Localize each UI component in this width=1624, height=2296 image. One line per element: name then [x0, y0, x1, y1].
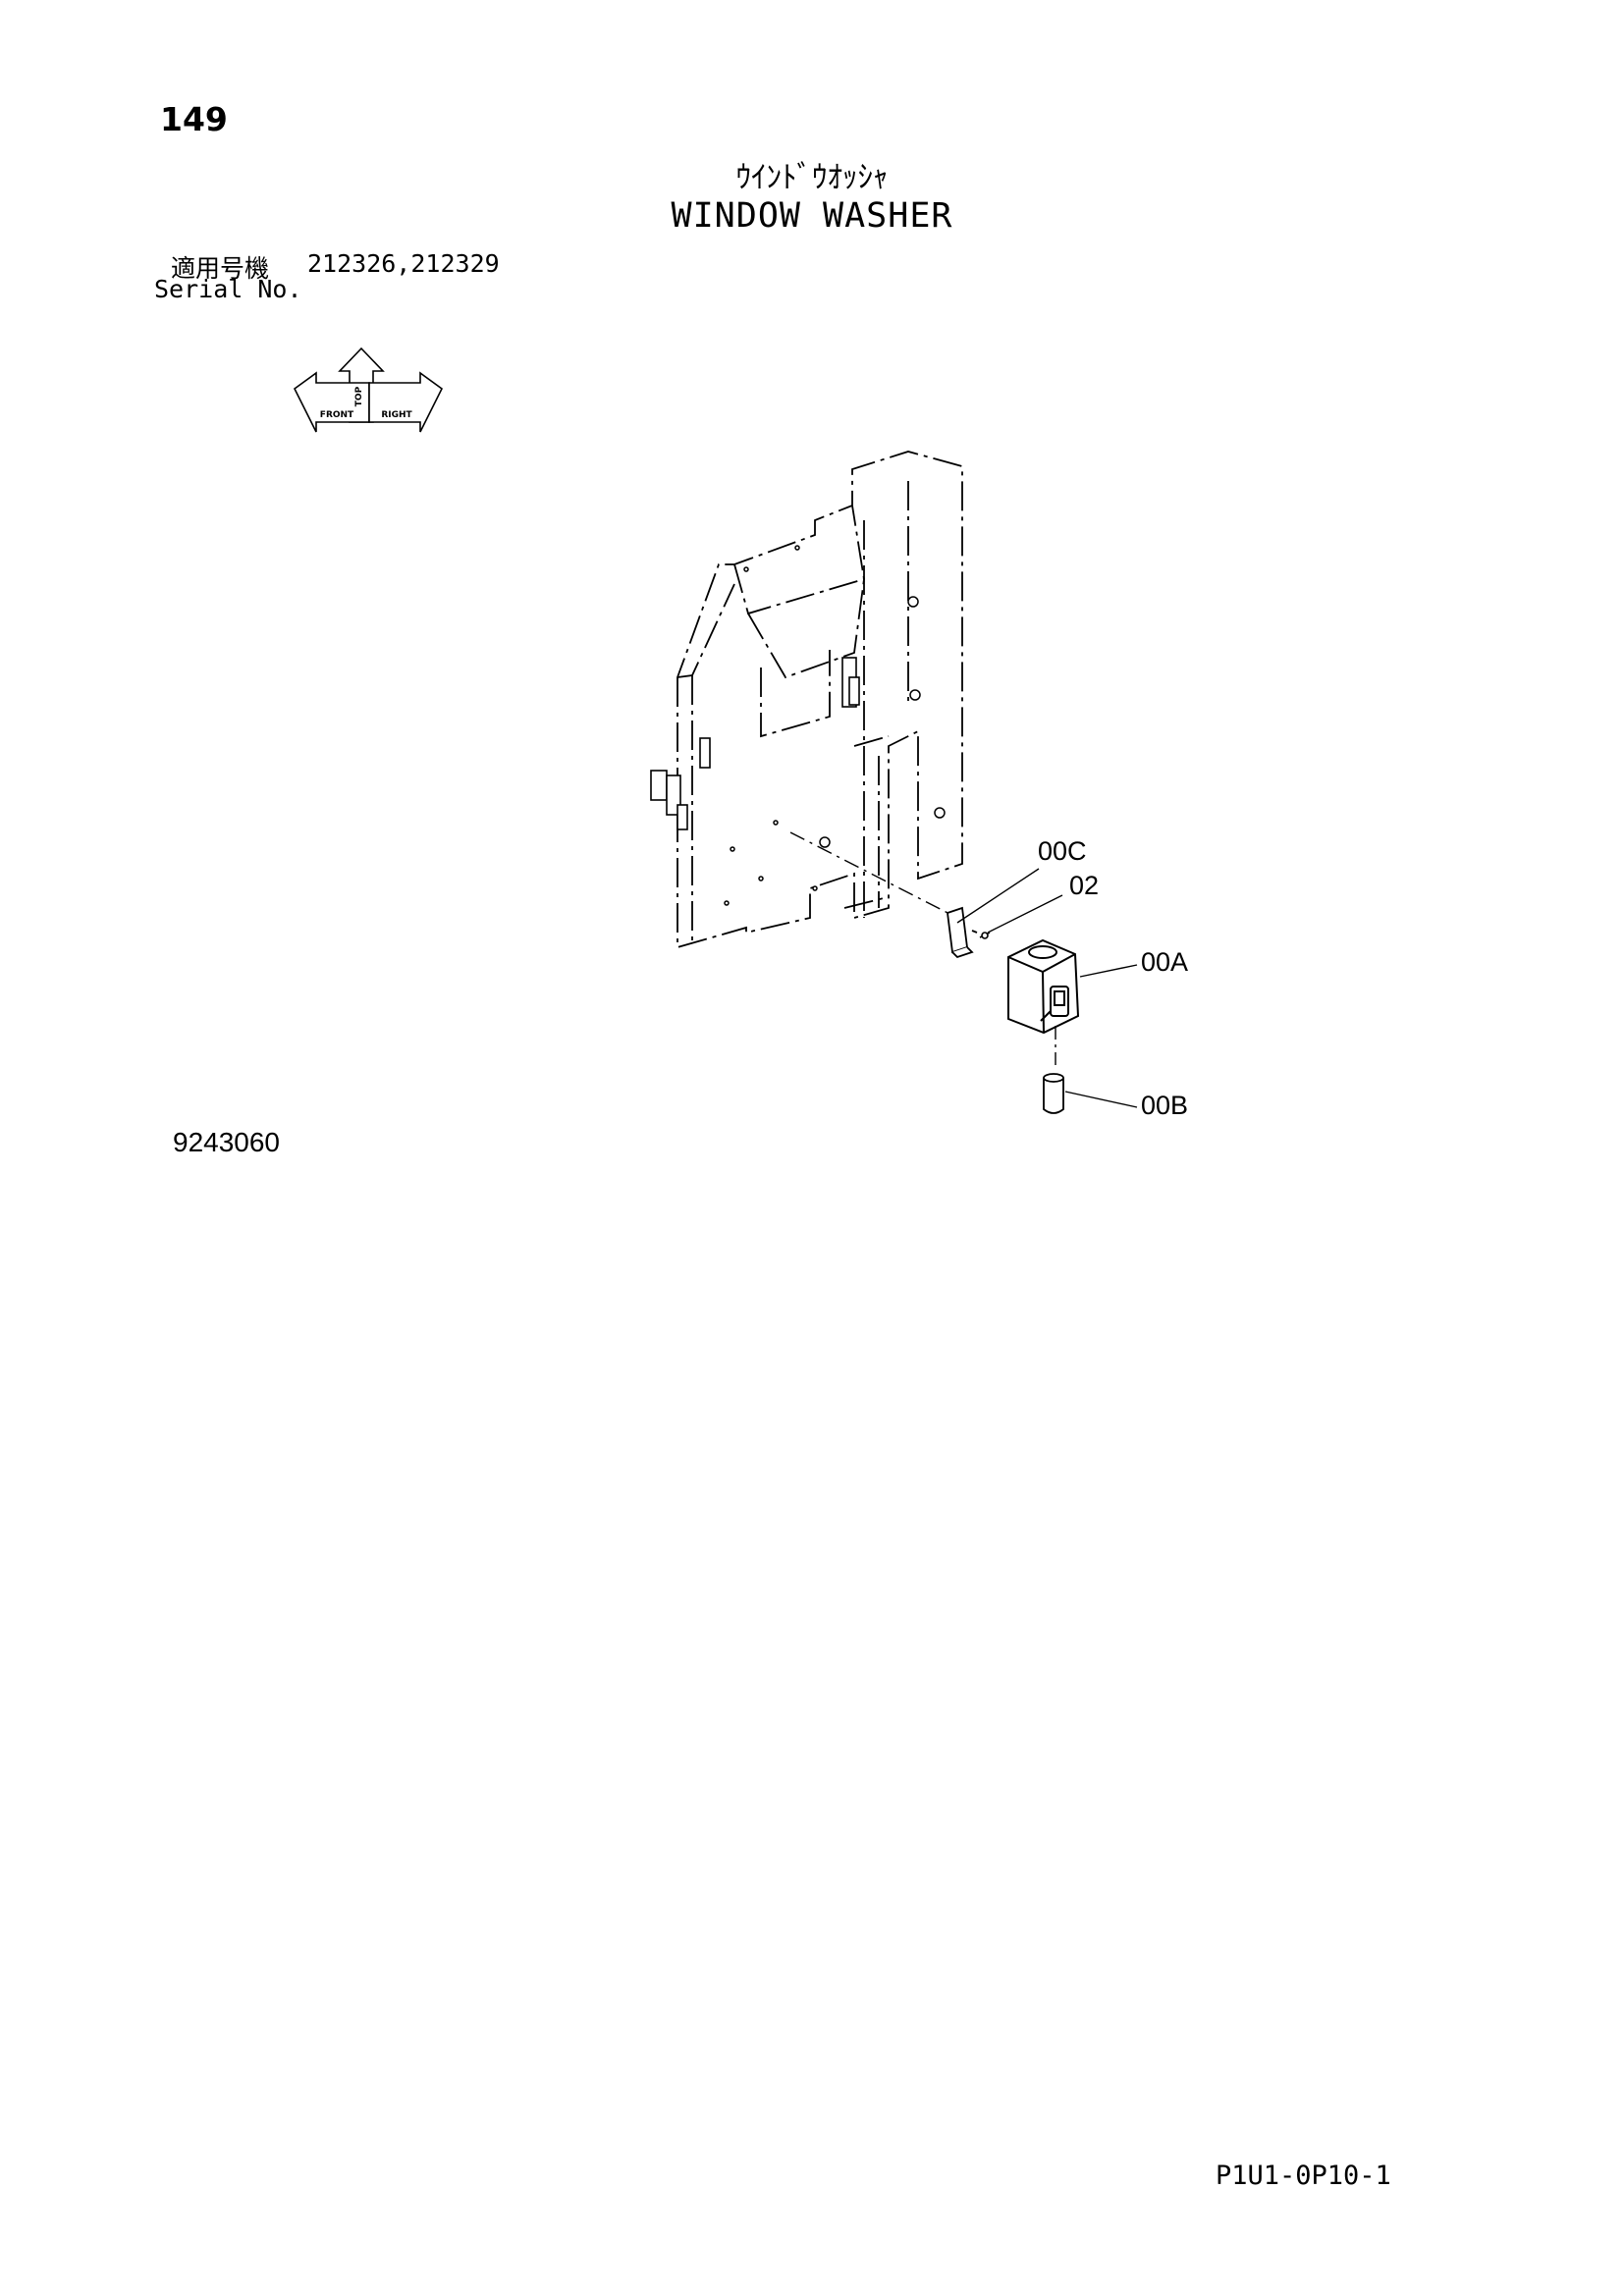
callout-line-00c — [956, 868, 1040, 924]
figure-number: 9243060 — [173, 1127, 281, 1157]
callout-line-00a — [1079, 964, 1138, 978]
washer-tank-part — [1007, 938, 1080, 1035]
page-number: 149 — [160, 100, 228, 138]
callout-line-02 — [987, 894, 1063, 934]
serial-label-japanese: 適用号機 — [171, 254, 270, 283]
cab-panel — [677, 451, 963, 949]
top-label: TOP — [354, 386, 364, 406]
callout-00b: 00B — [1141, 1091, 1189, 1120]
serial-number-value: 212326,212329 — [307, 249, 500, 278]
callout-02: 02 — [1069, 871, 1100, 900]
screw-part — [979, 932, 991, 939]
side-hinge — [650, 657, 860, 830]
front-label: FRONT — [320, 410, 354, 420]
callout-lines — [956, 868, 1138, 1108]
callout-line-00b — [1064, 1091, 1138, 1108]
orientation-arrows-icon: TOP FRONT RIGHT — [293, 347, 444, 433]
panel-bolts — [724, 545, 946, 906]
right-arrow — [368, 371, 444, 433]
callout-00c: 00C — [1038, 836, 1087, 866]
right-label: RIGHT — [381, 410, 412, 420]
title-english: WINDOW WASHER — [671, 196, 953, 236]
callout-00a: 00A — [1141, 947, 1189, 977]
serial-label-english: Serial No. — [154, 275, 302, 303]
bracket-part — [947, 906, 978, 959]
page-code: P1U1-0P10-1 — [1216, 2161, 1391, 2191]
pump-part — [1043, 1073, 1064, 1114]
title-japanese: ｳｲﾝﾄﾞｳｵｯｼｬ — [735, 160, 889, 195]
assembly-leader — [789, 831, 958, 919]
